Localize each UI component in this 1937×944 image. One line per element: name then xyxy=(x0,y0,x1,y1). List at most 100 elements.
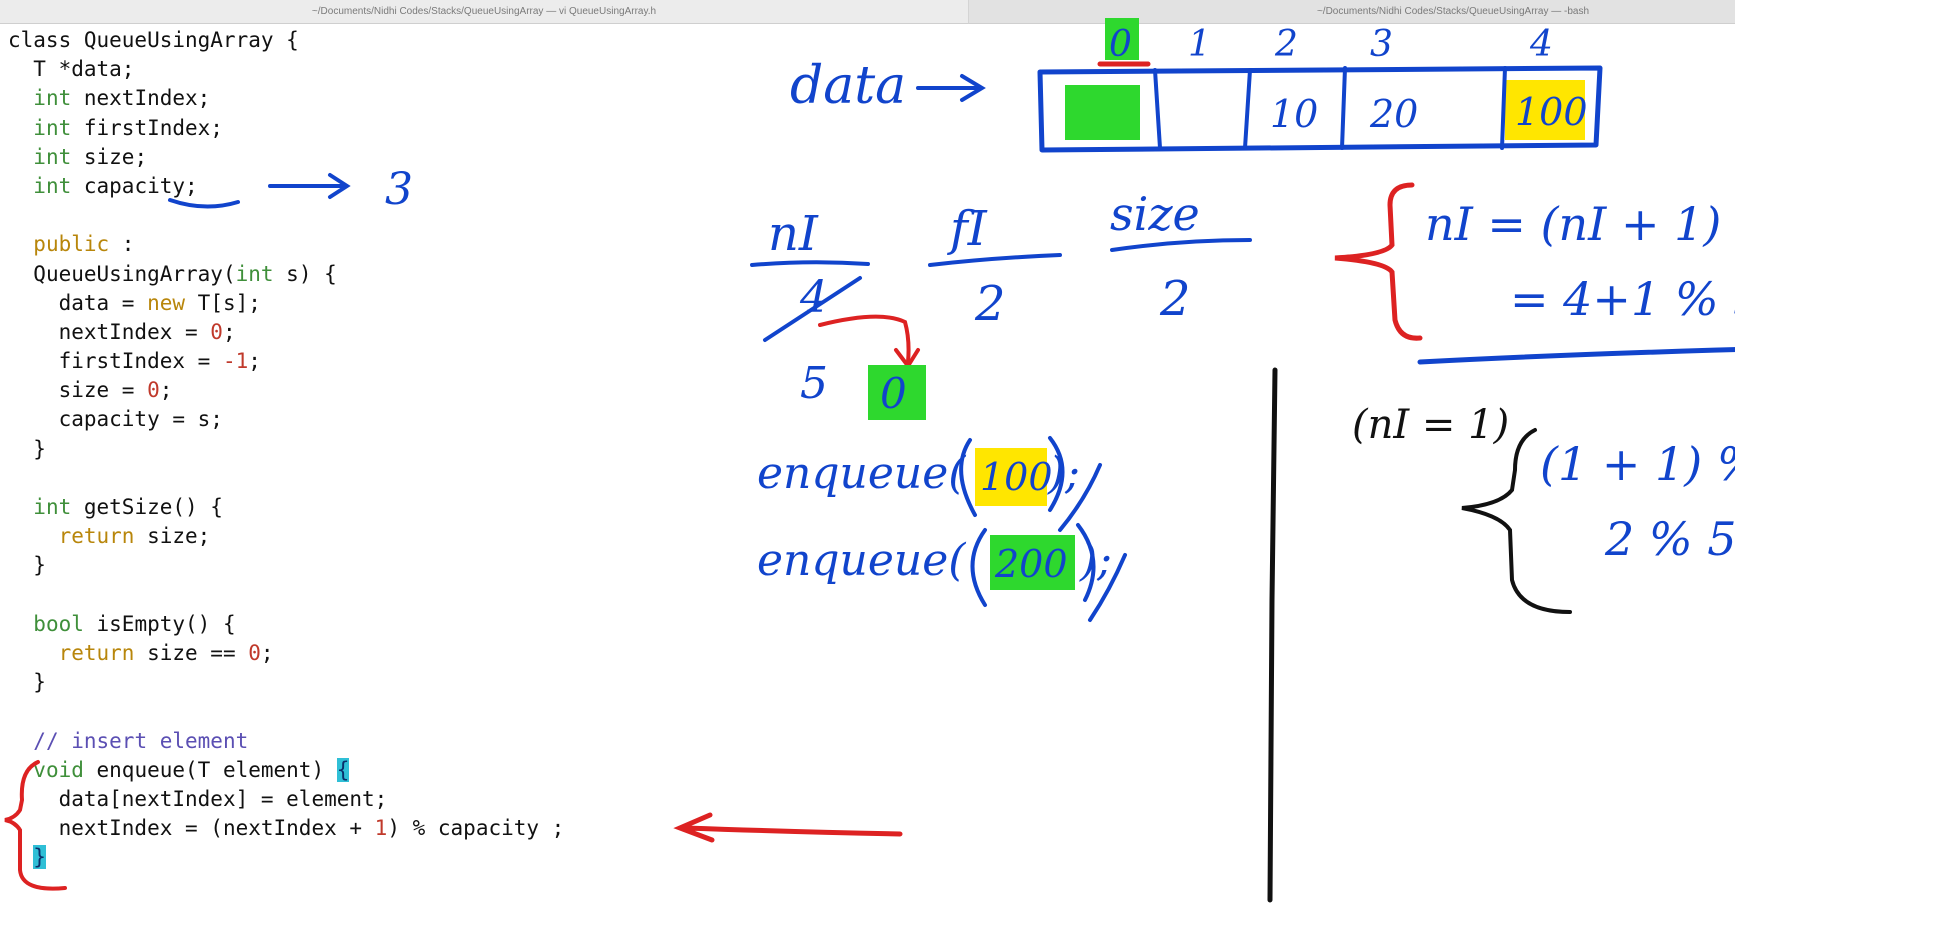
enqueue-2-highlight xyxy=(990,535,1075,590)
code-line-data: T *data; xyxy=(8,55,564,84)
field-size: size; xyxy=(71,144,148,169)
code-line-constructor: QueueUsingArray(int s) { xyxy=(8,260,564,289)
capacity-value: 3 xyxy=(385,164,413,215)
size-label: size xyxy=(1110,187,1200,241)
code-red-brace xyxy=(4,760,67,891)
cursor-close-brace[interactable]: } xyxy=(33,845,46,870)
enqueue-2-arg: 200 xyxy=(994,542,1068,586)
keyword-void: void xyxy=(33,757,84,782)
array-cells: 10 20 100 xyxy=(1270,90,1588,136)
keyword-int: int xyxy=(33,495,72,519)
code-line-init-size: size = 0; xyxy=(8,376,564,405)
assign-data-element: data[nextIndex] = element; xyxy=(58,786,388,811)
ni-red-arrow xyxy=(818,314,911,364)
matched-open-brace: { xyxy=(336,757,350,782)
class-declaration: class QueueUsingArray { xyxy=(8,28,299,52)
code-line-next-update: nextIndex = (nextIndex + 1) % capacity ; xyxy=(8,814,565,843)
keyword-int: int xyxy=(33,173,72,198)
keyword-return: return xyxy=(58,524,135,549)
data-arrow xyxy=(916,74,986,102)
semicolon: ; xyxy=(159,378,173,403)
ni-label: nI xyxy=(768,206,819,262)
code-line-init-first: firstIndex = -1; xyxy=(8,347,564,376)
keyword-return: return xyxy=(58,640,135,665)
index-2: 2 xyxy=(1274,24,1298,65)
code-line-isempty-close: } xyxy=(8,668,564,697)
constructor-name: QueueUsingArray( xyxy=(33,261,236,286)
code-line-enqueue: void enqueue(T element) { xyxy=(8,756,564,785)
code-line-init-cap: capacity = s; xyxy=(8,405,564,434)
literal-zero: 0 xyxy=(210,319,223,344)
keyword-int: int xyxy=(33,144,72,169)
field-nextindex: nextIndex; xyxy=(71,86,211,111)
assign-data: data = xyxy=(58,290,148,315)
close-brace: } xyxy=(33,436,46,461)
index-1: 1 xyxy=(1188,24,1211,65)
array-indices: 0 1 2 3 4 xyxy=(1109,24,1553,65)
code-line-data-assign: data[nextIndex] = element; xyxy=(8,785,564,814)
code-line-comment: // insert element xyxy=(8,727,564,756)
modulo-capacity: ) % capacity ; xyxy=(387,816,565,841)
size-underline xyxy=(1110,238,1252,252)
semicolon: ; xyxy=(248,349,261,374)
cell-4: 100 xyxy=(1515,90,1588,134)
data-label: data xyxy=(790,56,906,116)
semicolon: ; xyxy=(222,319,236,344)
size-value: 2 xyxy=(1159,271,1191,327)
cell-4-highlight xyxy=(1505,80,1585,140)
enqueue-1-highlight xyxy=(975,448,1047,506)
keyword-bool: bool xyxy=(33,611,84,636)
enqueue-2-marks xyxy=(970,523,1127,622)
semicolon: ; xyxy=(260,640,274,665)
keyword-int: int xyxy=(33,86,72,111)
method-isempty: isEmpty() { xyxy=(83,611,236,636)
code-line-public: public : xyxy=(8,230,564,259)
assign-nextindex: nextIndex = xyxy=(58,319,211,344)
frame-edge xyxy=(1735,0,1937,944)
example-brace xyxy=(1461,428,1572,614)
index-3: 3 xyxy=(1370,24,1393,65)
field-data: T *data; xyxy=(33,57,135,82)
tab-vi-editor[interactable]: ~/Documents/Nidhi Codes/Stacks/QueueUsin… xyxy=(0,0,969,24)
ni-mid-value: 5 xyxy=(800,358,828,409)
example-ni-label: (nI = 1) xyxy=(1352,402,1509,448)
enqueue-1-arg: 100 xyxy=(980,455,1053,499)
enqueue-2-close: ); xyxy=(1079,535,1112,586)
public-colon: : xyxy=(109,232,135,257)
method-enqueue: enqueue(T element) xyxy=(83,757,337,782)
fi-underline xyxy=(928,253,1062,267)
assign-size: size = xyxy=(58,378,148,403)
code-line-return-empty: return size == 0; xyxy=(8,639,564,668)
code-line-data-new: data = new T[s]; xyxy=(8,289,564,318)
literal-zero: 0 xyxy=(147,378,160,403)
formula-red-brace xyxy=(1334,182,1423,341)
assign-firstindex: firstIndex = xyxy=(58,349,223,374)
capacity-arrow xyxy=(268,173,351,199)
code-line-size: int size; xyxy=(8,143,564,172)
ni-new-highlight xyxy=(868,365,926,420)
keyword-new: new xyxy=(147,290,186,315)
cell-0-highlight xyxy=(1065,85,1140,140)
index-0: 0 xyxy=(1109,24,1132,65)
update-nextindex: nextIndex = (nextIndex + xyxy=(58,816,375,841)
code-editor[interactable]: class QueueUsingArray { T *data; int nex… xyxy=(8,26,564,872)
index-4: 4 xyxy=(1529,24,1553,65)
code-line-capacity: int capacity; xyxy=(8,172,564,201)
divider-line xyxy=(1267,367,1278,903)
method-getsize: getSize() { xyxy=(71,495,223,519)
comment-insert-element: // insert element xyxy=(33,728,249,753)
keyword-int: int xyxy=(235,261,274,286)
code-line-firstindex: int firstIndex; xyxy=(8,114,564,143)
constructor-params: s) { xyxy=(273,261,337,286)
literal-zero: 0 xyxy=(248,640,261,665)
fi-value: 2 xyxy=(974,276,1006,332)
formula-line-1: nI = (nI + 1) % xyxy=(1425,197,1780,251)
code-line-isempty: bool isEmpty() { xyxy=(8,610,564,639)
capacity-underline xyxy=(168,198,240,209)
array-dividers xyxy=(1153,66,1507,150)
code-line-nextindex: int nextIndex; xyxy=(8,84,564,113)
cell-3: 20 xyxy=(1369,92,1418,136)
fi-label: fI xyxy=(947,201,988,257)
assign-capacity: capacity = s; xyxy=(58,407,223,432)
